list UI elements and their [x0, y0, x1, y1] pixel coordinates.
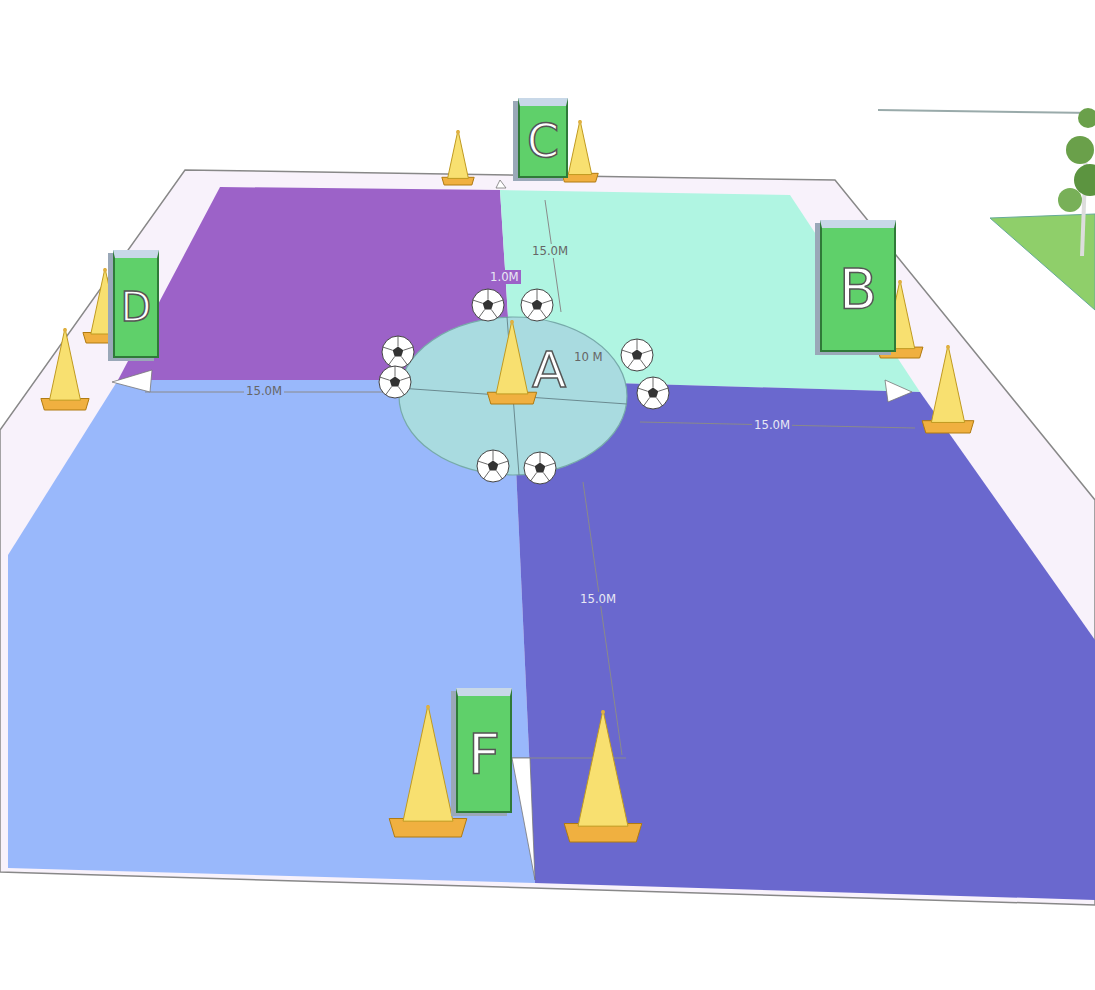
cone [487, 320, 536, 404]
quadrant [512, 380, 1095, 900]
dimension-label: 15.0M [244, 384, 284, 398]
soccer-ball [472, 289, 504, 321]
cone [41, 328, 89, 410]
station-letter: A [532, 345, 566, 395]
station-sign: F [456, 688, 512, 813]
soccer-ball [382, 336, 414, 368]
grass-patch [990, 214, 1095, 310]
station-sign: B [820, 220, 896, 352]
corner-markers [112, 180, 912, 880]
station-letter: F [468, 726, 500, 782]
soccer-ball [521, 289, 553, 321]
soccer-ball [524, 452, 556, 484]
cone [442, 130, 474, 185]
dimension-label: 15.0M [530, 244, 570, 258]
soccer-ball [379, 366, 411, 398]
station-letter: D [121, 287, 152, 327]
cone [922, 345, 974, 433]
dimension-lines [145, 200, 915, 758]
station-sign: C [518, 98, 568, 178]
circle-outline [397, 315, 629, 477]
station-letter: C [527, 118, 559, 164]
dimension-label: 10 M [572, 350, 605, 364]
tree [1058, 108, 1095, 256]
soccer-ball [637, 377, 669, 409]
field-rim [0, 170, 1095, 905]
station-sign: D [113, 250, 159, 358]
dimension-label: 15.0M [578, 592, 618, 606]
cones [41, 120, 974, 842]
cone [564, 710, 642, 842]
dimension-label: 15.0M [752, 418, 792, 432]
station-letter: B [839, 261, 877, 317]
soccer-ball [621, 339, 653, 371]
soccer-ball [477, 450, 509, 482]
dimension-label: 1.0M [488, 270, 521, 284]
edge-line [878, 110, 1095, 113]
center-circle: A [397, 315, 629, 477]
